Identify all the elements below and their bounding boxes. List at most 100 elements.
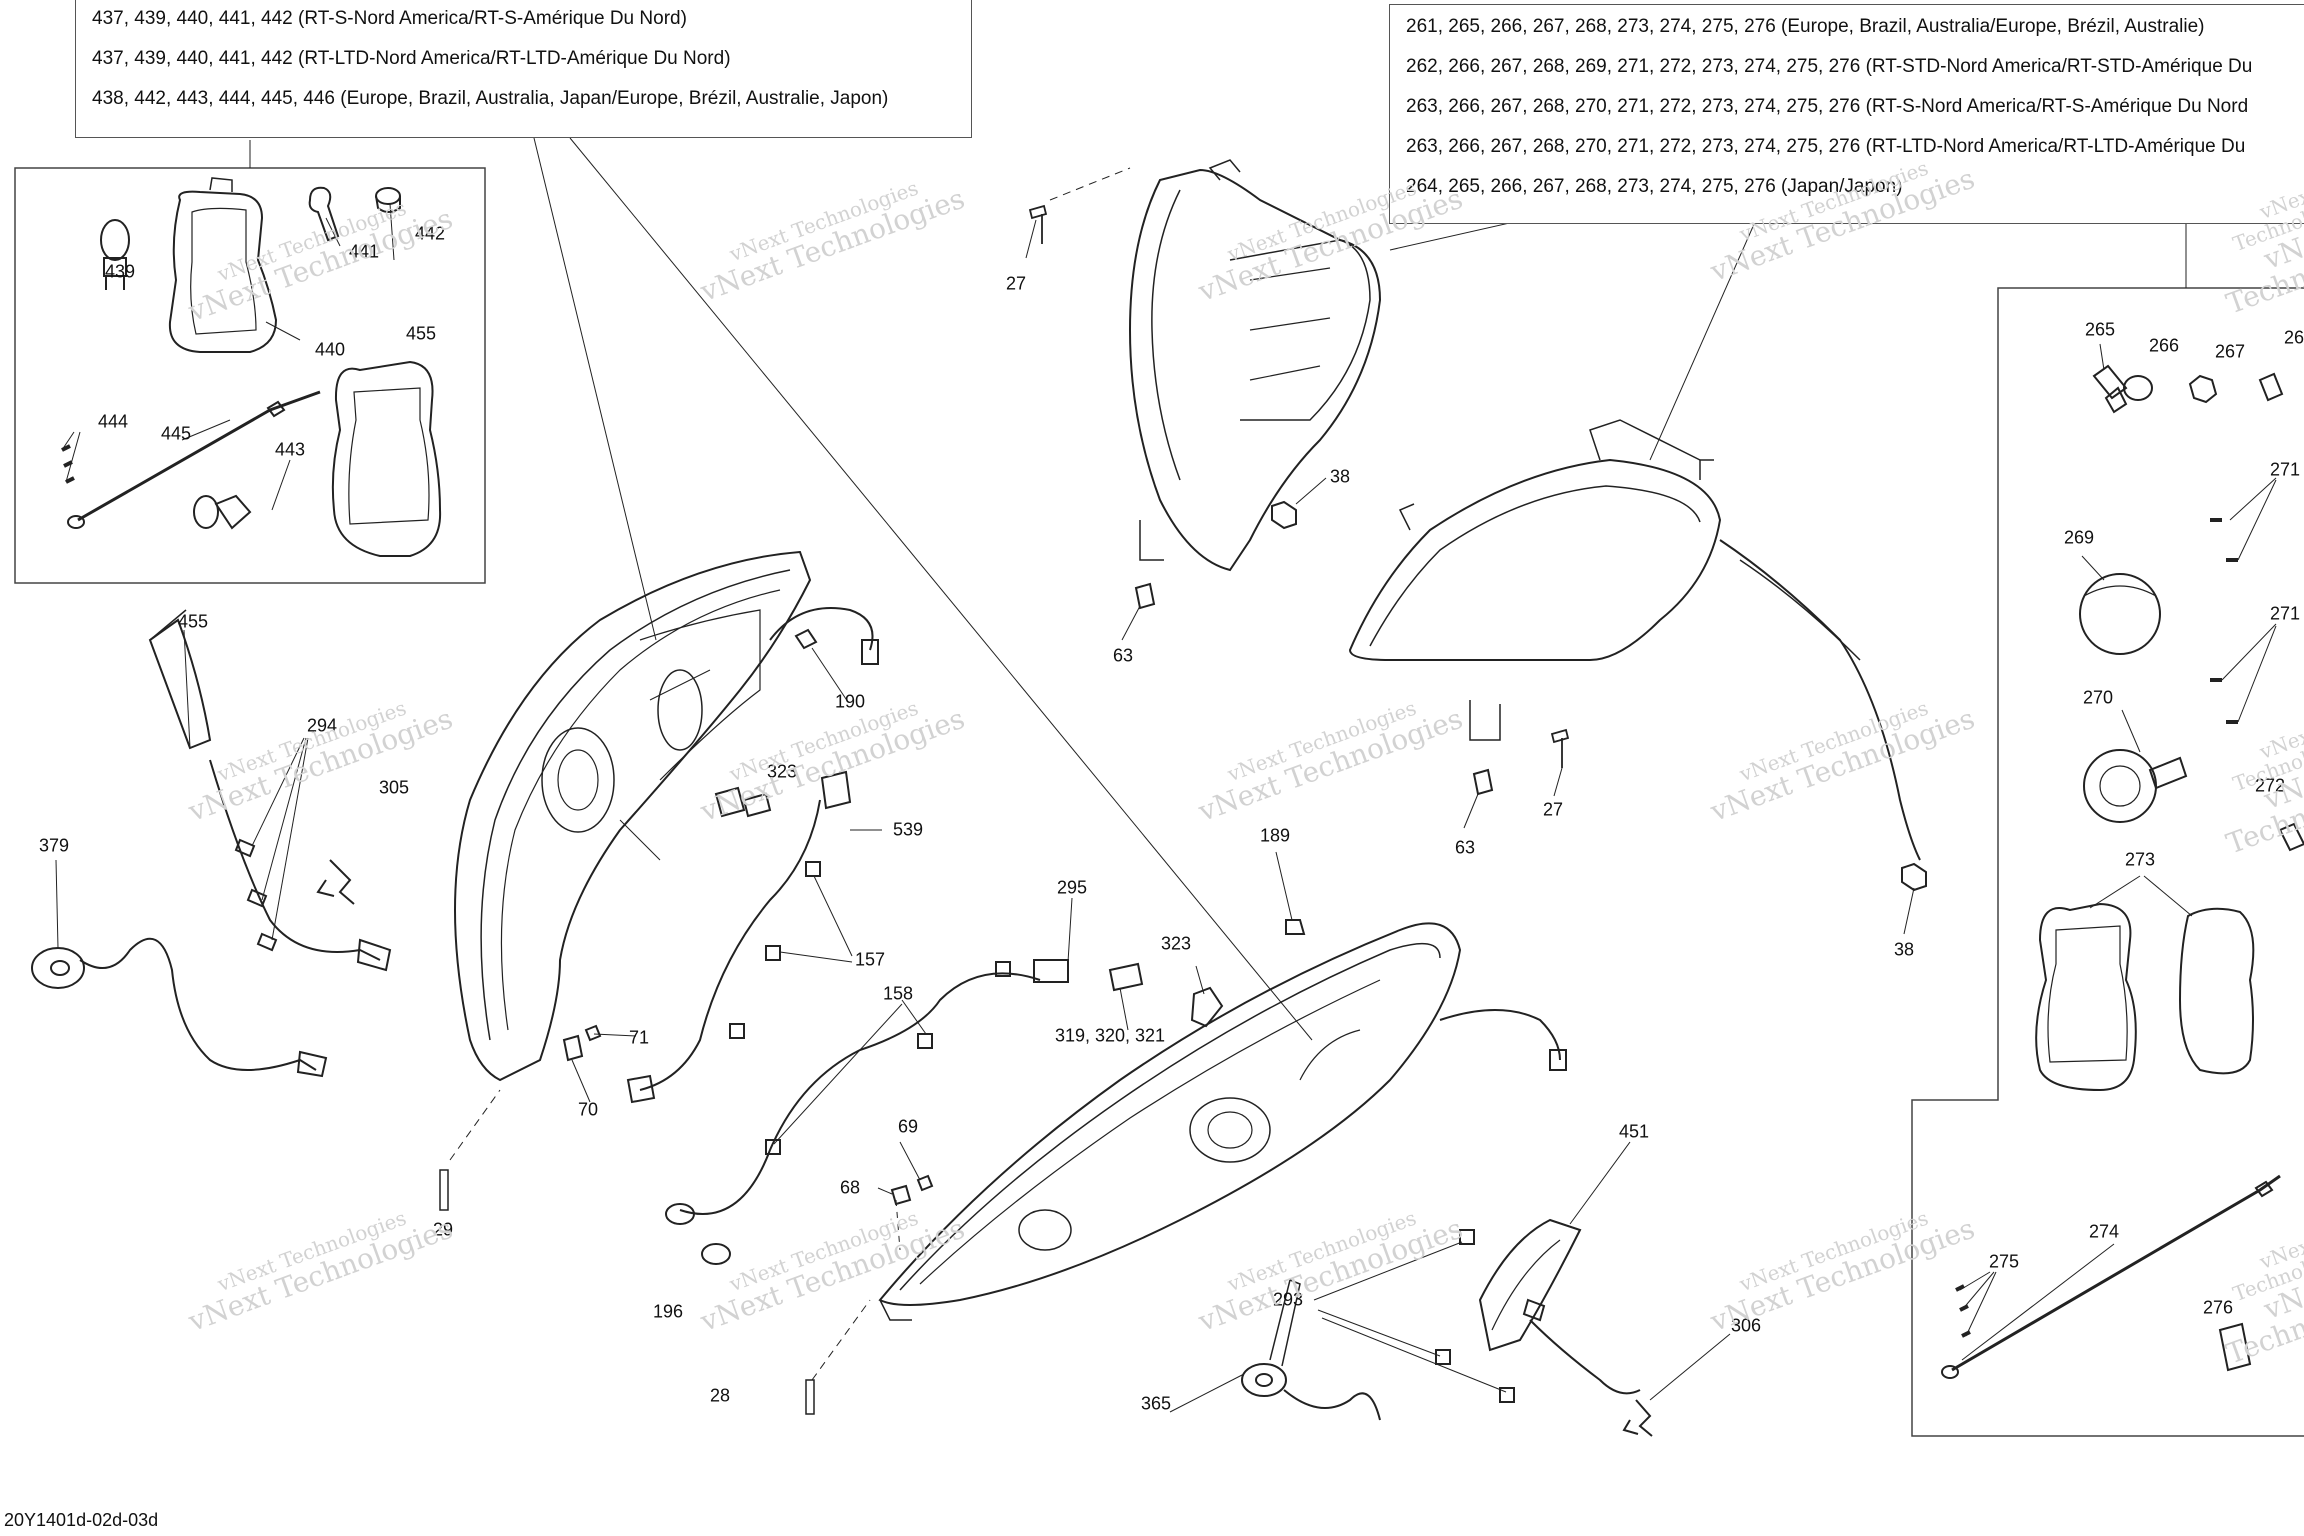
headlamp-housing-upper [1128,159,1382,572]
note-right-line: 263, 266, 267, 268, 270, 271, 272, 273, … [1406,96,2249,117]
note-left-line: 437, 439, 440, 441, 442 (RT-S-Nord Ameri… [92,8,687,29]
callout-label: 455 [177,611,209,632]
diagram-code: 20Y1401d-02d-03d [4,1510,159,1530]
screw-29 [439,1169,449,1211]
screw-27-lower [1550,728,1570,768]
axis-69 [895,1199,901,1251]
callout-label: 539 [892,819,924,840]
clip-189 [1285,919,1306,935]
callout-label: 189 [1259,825,1291,846]
connector-323-left [714,786,772,818]
harness-539 [626,770,852,1104]
callout-label: 273 [2124,849,2156,870]
callout-label: 26 [2283,327,2304,348]
callout-label: 293 [1272,1289,1304,1310]
wire-190 [769,607,879,665]
harness-158 [665,961,1041,1225]
grommet-196 [701,1243,731,1265]
callout-label: 267 [2214,341,2246,362]
callout-label: 440 [314,339,346,360]
grommet-266 [2123,375,2153,401]
note-right-line: 263, 266, 267, 268, 270, 271, 272, 273, … [1406,136,2246,157]
callout-label: 28 [709,1385,731,1406]
callout-label: 319, 320, 321 [1054,1025,1166,1046]
note-leaders [533,137,2187,1041]
callout-label: 63 [1454,837,1476,858]
clip-441 [308,186,340,242]
callout-label: 305 [378,777,410,798]
nut-38-lower [1901,862,1927,892]
harness-274 [1941,1174,2281,1379]
bulb-270 [2083,749,2188,823]
callout-label: 38 [1329,466,1351,487]
callout-label: 455 [405,323,437,344]
wire-294 [209,759,392,972]
harness-445 [67,390,321,529]
callout-label: 451 [1618,1121,1650,1142]
clip-63-lower [1472,768,1494,796]
connector-295 [1033,959,1144,992]
callout-label: 272 [2254,775,2286,796]
axis-27-upper [1049,167,1131,201]
screw-27-upper [1028,204,1048,244]
note-left-line: 437, 439, 440, 441, 442 (RT-LTD-Nord Ame… [92,48,731,69]
callout-label: 68 [839,1177,861,1198]
clip-306 [1622,1399,1653,1437]
boot-455 [331,360,442,557]
bulb-443 [193,494,252,530]
note-right-line: 261, 265, 266, 267, 268, 273, 274, 275, … [1406,16,2205,37]
note-right: 261, 265, 266, 267, 268, 273, 274, 275, … [1389,4,2304,224]
grommet-267 [2188,374,2218,404]
callout-label: 271 [2269,603,2301,624]
screws-444 [61,444,75,484]
marker-light-455 [148,609,212,750]
headlamp-left [454,550,812,1082]
callout-label: 266 [2148,335,2180,356]
grommet-442 [375,187,401,213]
connector-323 [1190,986,1224,1028]
callout-label: 379 [38,835,70,856]
note-left: 437, 439, 440, 441, 442 (RT-S-Nord Ameri… [75,0,972,138]
clip-68-69 [890,1174,934,1206]
connector-276 [2218,1322,2252,1372]
callout-label: 190 [834,691,866,712]
clip-305 [316,859,355,905]
callout-label: 196 [652,1301,684,1322]
parts-70-71 [562,1024,602,1062]
callout-label: 157 [854,949,886,970]
bulb-439 [100,219,130,290]
callout-label: 158 [882,983,914,1004]
callout-label: 274 [2088,1221,2120,1242]
bulb-269 [2079,573,2161,655]
callout-label: 294 [306,715,338,736]
callout-label: 441 [348,241,380,262]
callout-label: 295 [1056,877,1088,898]
callout-label: 443 [274,439,306,460]
callout-label: 365 [1140,1393,1172,1414]
callout-label: 70 [577,1099,599,1120]
screw-28 [805,1379,815,1415]
screws-271 [2210,518,2238,724]
wire-379 [31,937,328,1078]
axis-28 [811,1299,871,1381]
clip-268 [2258,372,2284,402]
boot-273 [2035,902,2255,1092]
socket-365 [1241,1278,1381,1421]
clip-293 [1435,1229,1515,1403]
nut-38-upper [1271,500,1297,530]
clip-157 [729,861,821,1039]
clip-63-upper [1134,582,1156,610]
boot-440 [168,177,278,353]
callout-label: 27 [1542,799,1564,820]
callout-leaders [55,203,2277,1413]
callout-label: 275 [1988,1251,2020,1272]
bulb-kit-box [14,167,486,584]
headlamp-right-lower [878,922,1567,1321]
callout-label: 63 [1112,645,1134,666]
callout-label: 445 [160,423,192,444]
callout-label: 444 [97,411,129,432]
callout-label: 323 [1160,933,1192,954]
callout-label: 71 [628,1027,650,1048]
callout-label: 442 [414,223,446,244]
